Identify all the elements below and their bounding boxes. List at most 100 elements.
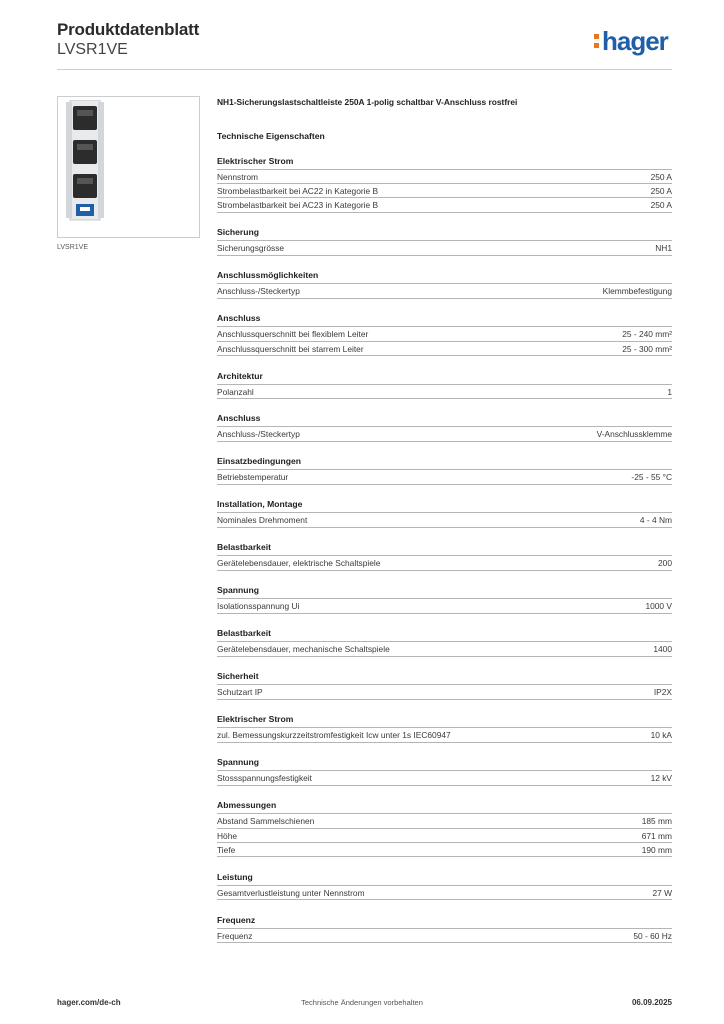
spec-row: Betriebstemperatur -25 - 55 °C <box>217 470 672 485</box>
header-divider <box>57 69 672 70</box>
section-heading: Technische Eigenschaften <box>217 131 325 141</box>
spec-label: Gerätelebensdauer, elektrische Schaltspi… <box>217 558 381 569</box>
spec-value: 190 mm <box>641 844 672 855</box>
spec-value: 25 - 300 mm² <box>622 343 672 354</box>
spec-row: Höhe 671 mm <box>217 829 672 843</box>
spec-label: Nennstrom <box>217 172 258 182</box>
spec-value: 27 W <box>652 887 672 898</box>
spec-row: Gerätelebensdauer, elektrische Schaltspi… <box>217 556 672 571</box>
spec-label: Tiefe <box>217 844 236 855</box>
spec-label: Schutzart IP <box>217 687 263 698</box>
spec-section-title: Belastbarkeit <box>217 542 672 557</box>
spec-value: 250 A <box>650 186 672 197</box>
spec-section-title: Leistung <box>217 872 672 886</box>
footer-disclaimer: Technische Änderungen vorbehalten <box>301 998 423 1007</box>
spec-section-title: Anschluss <box>217 313 672 328</box>
spec-label: Gesamtverlustleistung unter Nennstrom <box>217 887 365 898</box>
spec-row: Frequenz 50 - 60 Hz <box>217 929 672 943</box>
product-code: LVSR1VE <box>57 41 128 58</box>
spec-label: zul. Bemessungskurzzeitstromfestigkeit I… <box>217 730 451 741</box>
footer-website: hager.com/de-ch <box>57 998 121 1007</box>
spec-row: Nennstrom 250 A <box>217 170 672 185</box>
spec-section-title: Sicherung <box>217 227 672 242</box>
spec-row: Gerätelebensdauer, mechanische Schaltspi… <box>217 642 672 657</box>
spec-value: 50 - 60 Hz <box>633 930 672 941</box>
spec-row: Abstand Sammelschienen 185 mm <box>217 814 672 829</box>
spec-row: zul. Bemessungskurzzeitstromfestigkeit I… <box>217 728 672 743</box>
spec-value: 185 mm <box>641 816 672 827</box>
image-caption: LVSR1VE <box>57 244 88 251</box>
spec-label: Stossspannungsfestigkeit <box>217 773 312 784</box>
spec-label: Betriebstemperatur <box>217 472 289 483</box>
hager-logo: hager <box>594 26 669 57</box>
spec-row: Isolationsspannung Ui 1000 V <box>217 599 672 614</box>
spec-value: IP2X <box>653 687 672 698</box>
spec-section-title: Architektur <box>217 371 672 385</box>
spec-label: Gerätelebensdauer, mechanische Schaltspi… <box>217 644 390 655</box>
logo-dots-icon <box>594 34 600 50</box>
spec-section-title: Anschlussmöglichkeiten <box>217 270 672 285</box>
logo-text: hager <box>602 26 669 56</box>
spec-value: 1000 V <box>645 601 672 612</box>
spec-section-title: Installation, Montage <box>217 499 672 514</box>
spec-section-title: Sicherheit <box>217 671 672 686</box>
spec-label: Anschluss-/Steckertyp <box>217 429 300 440</box>
spec-row: Sicherungsgrösse NH1 <box>217 241 672 256</box>
spec-value: 4 - 4 Nm <box>639 515 672 526</box>
spec-value: NH1 <box>655 243 672 254</box>
spec-value: Klemmbefestigung <box>602 286 672 297</box>
spec-label: Frequenz <box>217 930 253 941</box>
spec-row: Stossspannungsfestigkeit 12 kV <box>217 771 672 786</box>
spec-value: 250 A <box>650 200 672 211</box>
spec-label: Isolationsspannung Ui <box>217 601 300 612</box>
spec-label: Anschlussquerschnitt bei starrem Leiter <box>217 343 364 354</box>
spec-value: 250 A <box>650 172 672 182</box>
spec-value: -25 - 55 °C <box>631 472 672 483</box>
spec-label: Abstand Sammelschienen <box>217 816 315 827</box>
spec-value: 25 - 240 mm² <box>622 329 672 340</box>
spec-row: Strombelastbarkeit bei AC22 in Kategorie… <box>217 184 672 199</box>
spec-section-title: Einsatzbedingungen <box>217 456 672 471</box>
spec-label: Höhe <box>217 830 238 841</box>
spec-row: Tiefe 190 mm <box>217 843 672 857</box>
spec-section-title: Frequenz <box>217 915 672 929</box>
spec-value: 1 <box>667 386 672 397</box>
product-image <box>66 100 104 221</box>
spec-section-title: Elektrischer Strom <box>217 156 672 170</box>
page-title: Produktdatenblatt <box>57 20 200 39</box>
spec-label: Polanzahl <box>217 386 254 397</box>
spec-value: 10 kA <box>650 730 672 741</box>
spec-row: Gesamtverlustleistung unter Nennstrom 27 … <box>217 886 672 900</box>
spec-section-title: Anschluss <box>217 413 672 428</box>
footer-date: 06.09.2025 <box>631 998 672 1007</box>
spec-row: Schutzart IP IP2X <box>217 685 672 700</box>
spec-value: 671 mm <box>641 830 672 841</box>
spec-section-title: Spannung <box>217 585 672 600</box>
spec-row: Anschlussquerschnitt bei starrem Leiter 2… <box>217 342 672 356</box>
product-description: NH1-Sicherungslastschaltleiste 250A 1-po… <box>217 97 518 107</box>
spec-value: 1400 <box>653 644 672 655</box>
spec-section-title: Belastbarkeit <box>217 628 672 643</box>
spec-label: Sicherungsgrösse <box>217 243 285 254</box>
spec-value: 12 kV <box>650 773 672 784</box>
spec-label: Anschlussquerschnitt bei flexiblem Leite… <box>217 329 369 340</box>
spec-label: Strombelastbarkeit bei AC23 in Kategorie… <box>217 200 379 211</box>
spec-label: Strombelastbarkeit bei AC22 in Kategorie… <box>217 186 379 197</box>
